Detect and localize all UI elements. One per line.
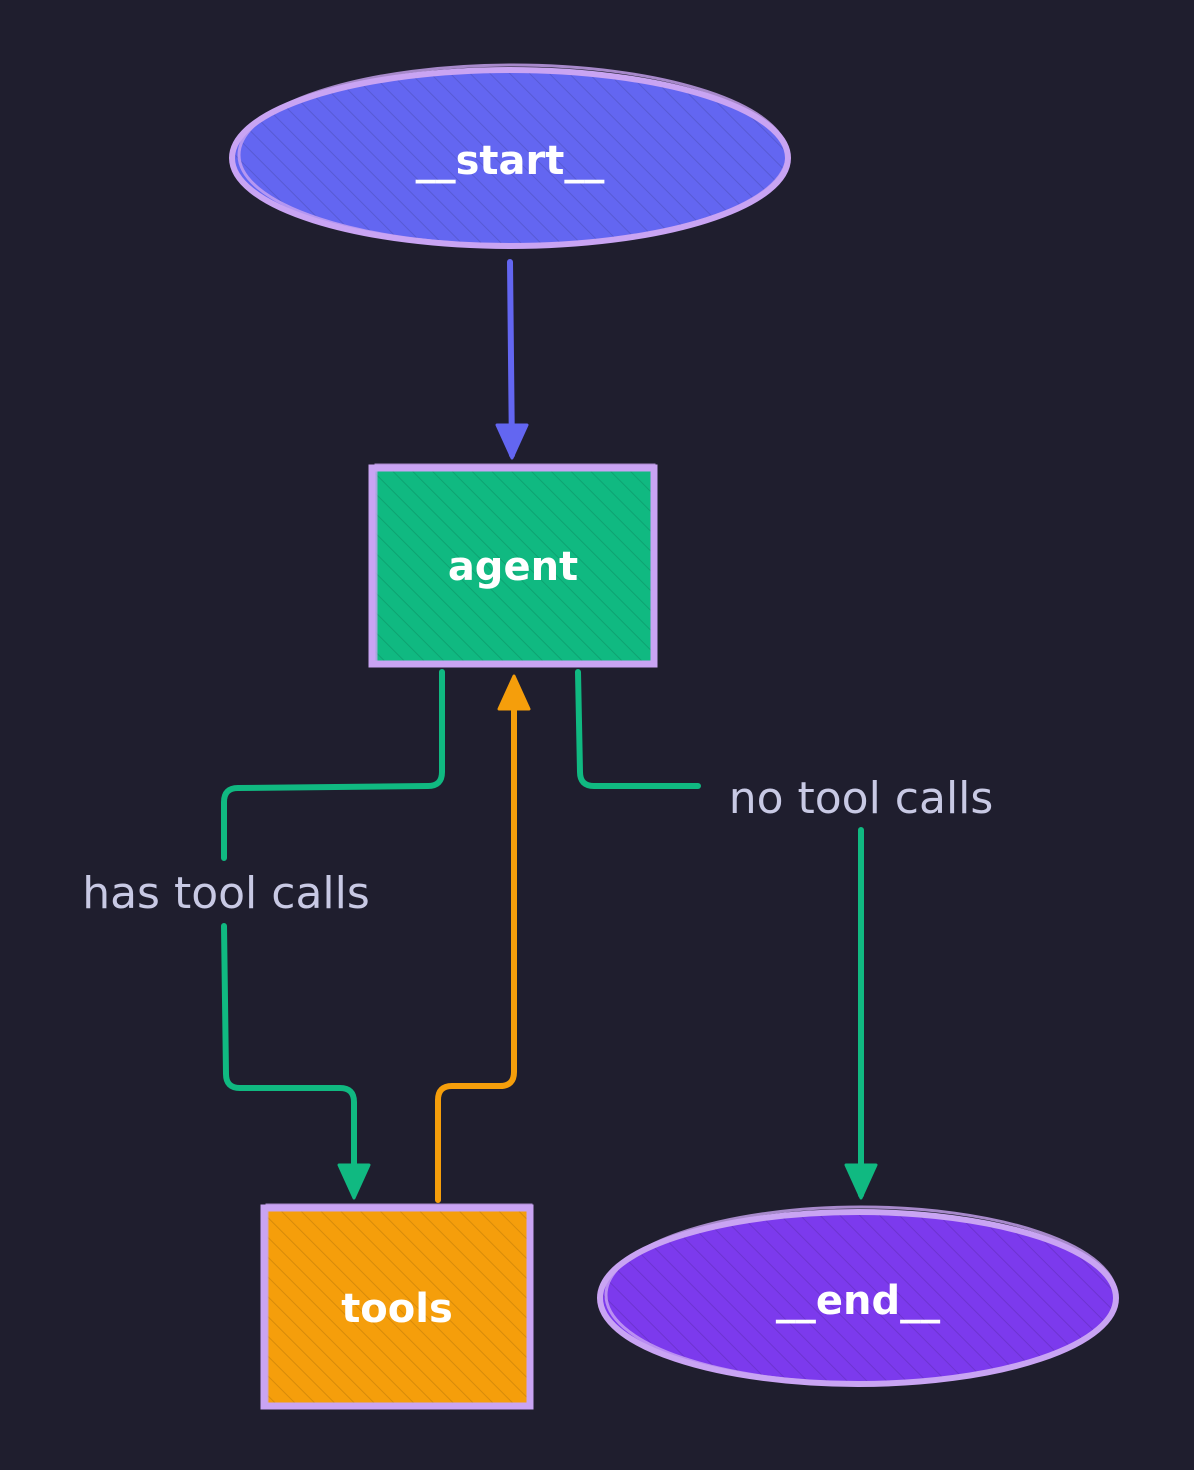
edge-tools-to-agent-line [435, 679, 517, 1203]
node-start-label: __start__ [416, 138, 605, 184]
edge-start-to-agent-arrowhead [495, 423, 529, 460]
edge-agent-to-tools [221, 669, 445, 1200]
edge-label-no-tool-calls: no tool calls [729, 773, 994, 824]
node-tools-label: tools [341, 1286, 453, 1332]
node-tools-hatch [264, 1208, 530, 1406]
node-agent-hatch [372, 468, 654, 664]
edge-agent-to-tools-arrowhead [337, 1163, 371, 1200]
edge-agent-to-tools-line [221, 669, 445, 1195]
edge-tools-to-agent-arrowhead [497, 674, 531, 711]
edge-start-to-agent [495, 259, 529, 460]
node-agent[interactable]: agent [368, 463, 658, 668]
edge-tools-to-agent [435, 674, 531, 1203]
node-start[interactable]: __start__ [229, 63, 791, 249]
node-start-outline-sketch [237, 63, 789, 247]
node-end-hatch [600, 1212, 1116, 1384]
edge-start-to-agent-line [507, 259, 515, 458]
node-end[interactable]: __end__ [597, 1205, 1119, 1387]
edge-agent-to-end-line [575, 669, 864, 1198]
node-tools[interactable]: tools [260, 1203, 534, 1410]
node-agent-outline-sketch [374, 463, 656, 667]
edge-agent-to-end [575, 669, 878, 1200]
node-end-outline-sketch [604, 1205, 1118, 1385]
edge-agent-to-end-arrowhead [844, 1163, 878, 1200]
node-start-hatch [232, 70, 788, 246]
edge-label-has-tool-calls: has tool calls [82, 868, 370, 919]
node-tools-outline-sketch [265, 1203, 533, 1409]
node-end-label: __end__ [776, 1278, 940, 1324]
node-agent-label: agent [448, 544, 578, 590]
